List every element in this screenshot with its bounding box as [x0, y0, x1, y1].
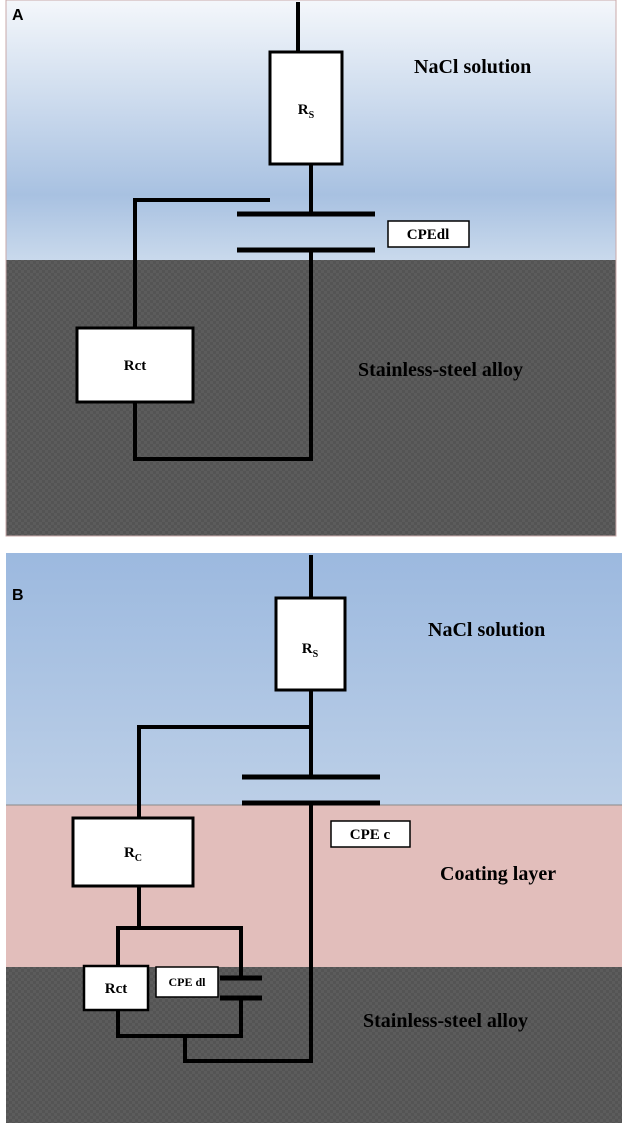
svg-text:RS: RS	[298, 102, 315, 121]
panel-b-rs-resistor: RS	[274, 596, 347, 692]
panel-b-rc-main: R	[124, 845, 135, 861]
panel-b-rc-sub: C	[135, 853, 142, 864]
panel-b-cpe-c-tag: CPE c	[330, 820, 411, 848]
panel-a-letter: A	[12, 7, 24, 24]
panel-b-rct-resistor: Rct	[82, 964, 150, 1012]
panel-b-rct-label: Rct	[105, 981, 128, 997]
panel-b: B NaCl solution Coating layer Stainless-…	[6, 553, 622, 1123]
panel-a-rct-label: Rct	[124, 358, 147, 374]
panel-a-rs-main: R	[298, 102, 309, 118]
panel-b-solution-label: NaCl solution	[428, 619, 545, 641]
panel-b-rs-sub: S	[313, 649, 319, 660]
panel-b-coating-label: Coating layer	[440, 863, 556, 885]
svg-text:RS: RS	[302, 641, 319, 660]
panel-a-cpe-dl-label: CPEdl	[407, 227, 450, 243]
panel-a-rct-resistor: Rct	[75, 326, 195, 404]
panel-b-cpe-c-label: CPE c	[350, 827, 391, 843]
panel-b-cpe-dl-tag: CPE dl	[155, 966, 219, 998]
panel-a-substrate-label: Stainless-steel alloy	[358, 359, 523, 381]
panel-a-cpe-dl-tag: CPEdl	[387, 220, 470, 248]
panel-b-substrate-label: Stainless-steel alloy	[363, 1010, 528, 1032]
panel-a: A NaCl solution Stainless-steel alloy RS…	[5, 0, 617, 537]
panel-b-cpe-dl-label: CPE dl	[168, 975, 206, 989]
panel-a-solution-label: NaCl solution	[414, 56, 531, 78]
panel-b-letter: B	[12, 587, 24, 604]
panel-a-rs-resistor: RS	[268, 50, 344, 166]
panel-a-rs-sub: S	[309, 110, 315, 121]
panel-b-rc-resistor: RC	[71, 816, 195, 888]
panel-a-border	[5, 0, 617, 537]
panel-b-rs-main: R	[302, 641, 313, 657]
svg-text:RC: RC	[124, 845, 142, 864]
